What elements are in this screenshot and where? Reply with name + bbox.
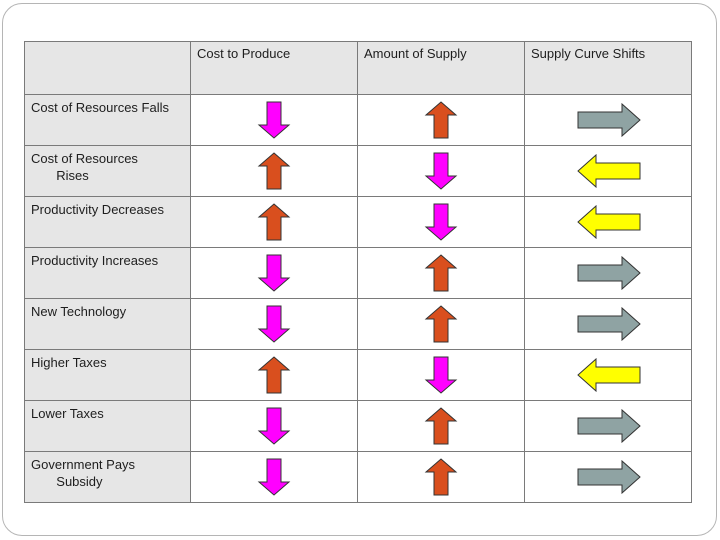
supply-cell bbox=[357, 349, 525, 401]
down-arrow-icon bbox=[257, 254, 291, 292]
up-arrow-icon bbox=[257, 152, 291, 190]
header-amount-of-supply: Amount of Supply bbox=[357, 41, 525, 95]
supply-cell bbox=[357, 145, 525, 197]
down-arrow-icon bbox=[424, 356, 458, 394]
row-label: Lower Taxes bbox=[24, 400, 191, 452]
up-arrow-icon bbox=[257, 356, 291, 394]
header-cost-to-produce: Cost to Produce bbox=[190, 41, 358, 95]
up-arrow-icon bbox=[424, 101, 458, 139]
supply-cell bbox=[357, 247, 525, 299]
table-row: Government Pays Subsidy bbox=[24, 451, 692, 503]
table-row: Higher Taxes bbox=[24, 349, 692, 401]
down-arrow-icon bbox=[257, 407, 291, 445]
supply-cell bbox=[357, 196, 525, 248]
left-arrow-icon bbox=[577, 205, 641, 239]
row-label: Government Pays Subsidy bbox=[24, 451, 191, 503]
supply-cell bbox=[357, 451, 525, 503]
header-corner-cell bbox=[24, 41, 191, 95]
table-row: Lower Taxes bbox=[24, 400, 692, 452]
row-label: Productivity Decreases bbox=[24, 196, 191, 248]
right-arrow-icon bbox=[577, 256, 641, 290]
shift-cell bbox=[524, 298, 692, 350]
up-arrow-icon bbox=[424, 458, 458, 496]
right-arrow-icon bbox=[577, 409, 641, 443]
table-row: Productivity Increases bbox=[24, 247, 692, 299]
cost-cell bbox=[190, 94, 358, 146]
row-label: Cost of Resources Falls bbox=[24, 94, 191, 146]
cost-cell bbox=[190, 451, 358, 503]
row-label: New Technology bbox=[24, 298, 191, 350]
shift-cell bbox=[524, 247, 692, 299]
cost-cell bbox=[190, 247, 358, 299]
down-arrow-icon bbox=[257, 305, 291, 343]
right-arrow-icon bbox=[577, 307, 641, 341]
down-arrow-icon bbox=[257, 458, 291, 496]
cost-cell bbox=[190, 196, 358, 248]
down-arrow-icon bbox=[424, 203, 458, 241]
up-arrow-icon bbox=[424, 254, 458, 292]
up-arrow-icon bbox=[257, 203, 291, 241]
down-arrow-icon bbox=[257, 101, 291, 139]
down-arrow-icon bbox=[424, 152, 458, 190]
up-arrow-icon bbox=[424, 407, 458, 445]
shift-cell bbox=[524, 196, 692, 248]
cost-cell bbox=[190, 400, 358, 452]
row-label: Higher Taxes bbox=[24, 349, 191, 401]
table-row: Productivity Decreases bbox=[24, 196, 692, 248]
left-arrow-icon bbox=[577, 154, 641, 188]
table-row: Cost of Resources Rises bbox=[24, 145, 692, 197]
up-arrow-icon bbox=[424, 305, 458, 343]
shift-cell bbox=[524, 349, 692, 401]
row-label: Productivity Increases bbox=[24, 247, 191, 299]
supply-effects-table: Cost to Produce Amount of Supply Supply … bbox=[24, 41, 692, 503]
supply-cell bbox=[357, 298, 525, 350]
cost-cell bbox=[190, 298, 358, 350]
table-row: New Technology bbox=[24, 298, 692, 350]
cost-cell bbox=[190, 349, 358, 401]
supply-cell bbox=[357, 94, 525, 146]
left-arrow-icon bbox=[577, 358, 641, 392]
shift-cell bbox=[524, 451, 692, 503]
right-arrow-icon bbox=[577, 460, 641, 494]
right-arrow-icon bbox=[577, 103, 641, 137]
header-row: Cost to Produce Amount of Supply Supply … bbox=[24, 41, 692, 95]
shift-cell bbox=[524, 400, 692, 452]
cost-cell bbox=[190, 145, 358, 197]
header-supply-curve-shifts: Supply Curve Shifts bbox=[524, 41, 692, 95]
row-label: Cost of Resources Rises bbox=[24, 145, 191, 197]
shift-cell bbox=[524, 94, 692, 146]
shift-cell bbox=[524, 145, 692, 197]
table-row: Cost of Resources Falls bbox=[24, 94, 692, 146]
supply-cell bbox=[357, 400, 525, 452]
